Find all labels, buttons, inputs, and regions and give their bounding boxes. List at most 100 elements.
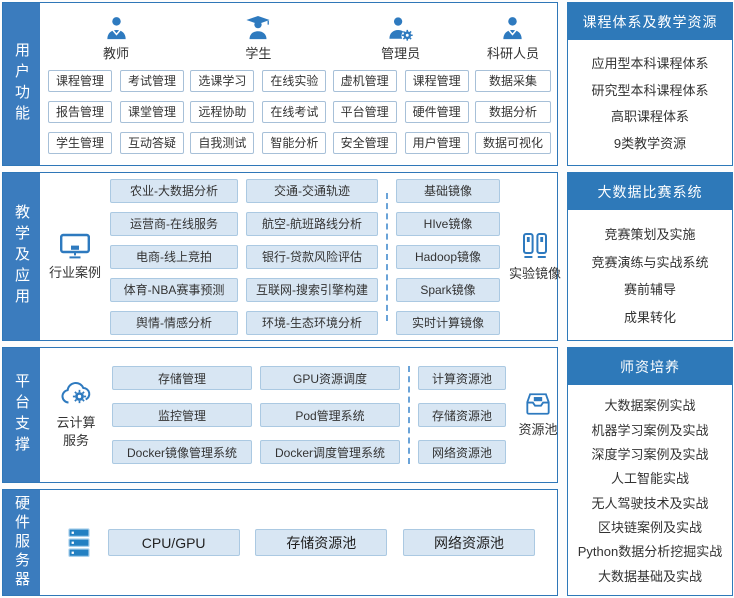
section-label-bar: 用户功能 (3, 3, 40, 165)
feature-chip: 选课学习 (190, 69, 255, 92)
section-content: 云计算服务 存储管理 监控管理 Docker镜像管理系统 GPU资源调度 Pod… (40, 348, 570, 482)
panel-item: Python数据分析挖掘实战 (577, 544, 723, 560)
case-chip: 舆情-情感分析 (110, 310, 238, 335)
feature-chip: 报告管理 (48, 100, 112, 123)
user-group-name: 科研人员 (486, 45, 539, 61)
section-hardware-servers: 硬件服务器 CPU/GPU 存储资源池 网络资源池 (2, 489, 558, 596)
panel-item: 区块链案例及实战 (597, 519, 702, 535)
feature-grid: 课程管理 考试管理 报告管理 课堂管理 学生管理 互动答疑 (48, 69, 184, 154)
cloud-service-label: 云计算服务 (56, 415, 96, 448)
feature-chip: 课程管理 (48, 69, 112, 92)
admin-gear-icon (386, 15, 416, 42)
containers-icon (520, 231, 550, 261)
panel-item: 成果转化 (623, 310, 676, 326)
industry-cases-label: 行业案例 (48, 264, 101, 280)
dashed-divider (408, 366, 410, 464)
panel-title: 大数据比赛系统 (568, 173, 732, 210)
cloud-service-block: 云计算服务 (48, 380, 104, 449)
panel-item: 人工智能实战 (610, 471, 689, 487)
section-label: 平台支撑 (13, 373, 30, 457)
dashed-divider (386, 192, 388, 321)
feature-chip: 虚机管理 (332, 69, 397, 92)
case-chip: 航空-航班路线分析 (246, 211, 378, 236)
feature-chip: 智能分析 (262, 131, 327, 154)
feature-chip: 自我测试 (190, 131, 255, 154)
platform-chip: GPU资源调度 (260, 366, 400, 390)
feature-chip: 数据分析 (474, 100, 551, 123)
pool-chip: 存储资源池 (418, 403, 506, 427)
experiment-mirror-label: 实验镜像 (508, 265, 561, 281)
feature-chip: 数据可视化 (474, 131, 551, 154)
case-chip: 运营商-在线服务 (110, 211, 238, 236)
feature-grid: 选课学习 在线实验 远程协助 在线考试 自我测试 智能分析 (190, 69, 327, 154)
section-label: 用户功能 (13, 42, 30, 126)
panel-item: 9类教学资源 (613, 136, 687, 152)
case-chip: 农业-大数据分析 (110, 178, 238, 203)
cloud-col-2: GPU资源调度 Pod管理系统 Docker调度管理系统 (260, 366, 400, 464)
panel-competition-system: 大数据比赛系统 竞赛策划及实施 竞赛演练与实战系统 赛前辅导 成果转化 (567, 172, 733, 341)
section-content: 教师 课程管理 考试管理 报告管理 课堂管理 学生管理 互动答疑 学生 选课学习 (40, 3, 557, 165)
cloud-col-1: 存储管理 监控管理 Docker镜像管理系统 (112, 366, 252, 464)
feature-chip: 在线考试 (262, 100, 327, 123)
panel-item: 应用型本科课程体系 (591, 55, 709, 71)
industry-col-2: 交通-交通轨迹 航空-航班路线分析 银行-贷款风险评估 互联网-搜索引擎构建 环… (246, 178, 378, 335)
industry-col-1: 农业-大数据分析 运营商-在线服务 电商-线上竞拍 体育-NBA赛事预测 舆情-… (110, 178, 238, 335)
panel-item: 大数据案例实战 (604, 398, 696, 414)
mirror-col: 基础镜像 HIve镜像 Hadoop镜像 Spark镜像 实时计算镜像 (396, 178, 500, 335)
user-group-teacher: 教师 课程管理 考试管理 报告管理 课堂管理 学生管理 互动答疑 (48, 15, 184, 154)
panel-title: 师资培养 (568, 348, 732, 385)
resource-pool-block: 资源池 (514, 391, 562, 439)
panel-items: 竞赛策划及实施 竞赛演练与实战系统 赛前辅导 成果转化 (568, 210, 732, 340)
feature-chip: 学生管理 (48, 131, 112, 154)
panel-items: 应用型本科课程体系 研究型本科课程体系 高职课程体系 9类教学资源 (568, 40, 732, 165)
feature-chip: 硬件管理 (404, 100, 469, 123)
feature-chip: 数据采集 (474, 69, 551, 92)
inbox-box-icon (524, 391, 552, 417)
mirror-chip: Hadoop镜像 (396, 244, 500, 269)
user-group-student: 学生 选课学习 在线实验 远程协助 在线考试 自我测试 智能分析 (190, 15, 327, 154)
section-content: CPU/GPU 存储资源池 网络资源池 (40, 490, 557, 595)
section-label: 教学及应用 (13, 204, 30, 309)
student-icon (243, 15, 273, 42)
feature-chip: 安全管理 (332, 131, 397, 154)
cloud-gear-icon (59, 380, 93, 410)
panel-item: 研究型本科课程体系 (591, 82, 709, 98)
hardware-chip: 存储资源池 (255, 529, 388, 556)
section-user-functions: 用户功能 教师 课程管理 考试管理 报告管理 课堂管理 学生管理 互动答疑 (2, 2, 558, 166)
section-label-bar: 硬件服务器 (3, 490, 40, 595)
mirror-chip: 实时计算镜像 (396, 310, 500, 335)
user-group-researcher: 科研人员 数据采集 数据分析 数据可视化 (474, 15, 551, 154)
platform-chip: Pod管理系统 (260, 403, 400, 427)
case-chip: 体育-NBA赛事预测 (110, 277, 238, 302)
user-group-name: 管理员 (381, 45, 421, 61)
section-label-bar: 平台支撑 (3, 348, 40, 482)
feature-chip: 用户管理 (404, 131, 469, 154)
panel-course-system: 课程体系及教学资源 应用型本科课程体系 研究型本科课程体系 高职课程体系 9类教… (567, 2, 733, 166)
case-chip: 互联网-搜索引擎构建 (246, 277, 378, 302)
teacher-icon (103, 15, 130, 42)
panel-item: 无人驾驶技术及实战 (591, 495, 709, 511)
resource-pool-label: 资源池 (518, 422, 558, 438)
platform-chip: 监控管理 (112, 403, 252, 427)
panel-item: 竞赛演练与实战系统 (591, 254, 709, 270)
section-content: 行业案例 农业-大数据分析 运营商-在线服务 电商-线上竞拍 体育-NBA赛事预… (40, 173, 570, 340)
feature-chip: 考试管理 (120, 69, 184, 92)
feature-chip: 在线实验 (262, 69, 327, 92)
panel-items: 大数据案例实战 机器学习案例及实战 深度学习案例及实战 人工智能实战 无人驾驶技… (568, 385, 732, 595)
feature-grid: 数据采集 数据分析 数据可视化 (474, 69, 551, 154)
experiment-mirror-block: 实验镜像 (508, 231, 562, 283)
feature-grid: 虚机管理 课程管理 平台管理 硬件管理 安全管理 用户管理 (332, 69, 469, 154)
case-chip: 交通-交通轨迹 (246, 178, 378, 203)
feature-chip: 平台管理 (332, 100, 397, 123)
panel-item: 大数据基础及实战 (597, 568, 702, 584)
platform-chip: Docker镜像管理系统 (112, 440, 252, 464)
panel-title: 课程体系及教学资源 (568, 3, 732, 40)
panel-item: 机器学习案例及实战 (591, 422, 709, 438)
section-platform-support: 平台支撑 云计算服务 存储管理 监控管理 Docker镜像管理系统 GPU资源调… (2, 347, 558, 483)
user-group-admin: 管理员 虚机管理 课程管理 平台管理 硬件管理 安全管理 用户管理 (332, 15, 469, 154)
monitor-icon (59, 232, 91, 260)
mirror-chip: HIve镜像 (396, 211, 500, 236)
panel-item: 高职课程体系 (610, 109, 689, 125)
platform-chip: 存储管理 (112, 366, 252, 390)
